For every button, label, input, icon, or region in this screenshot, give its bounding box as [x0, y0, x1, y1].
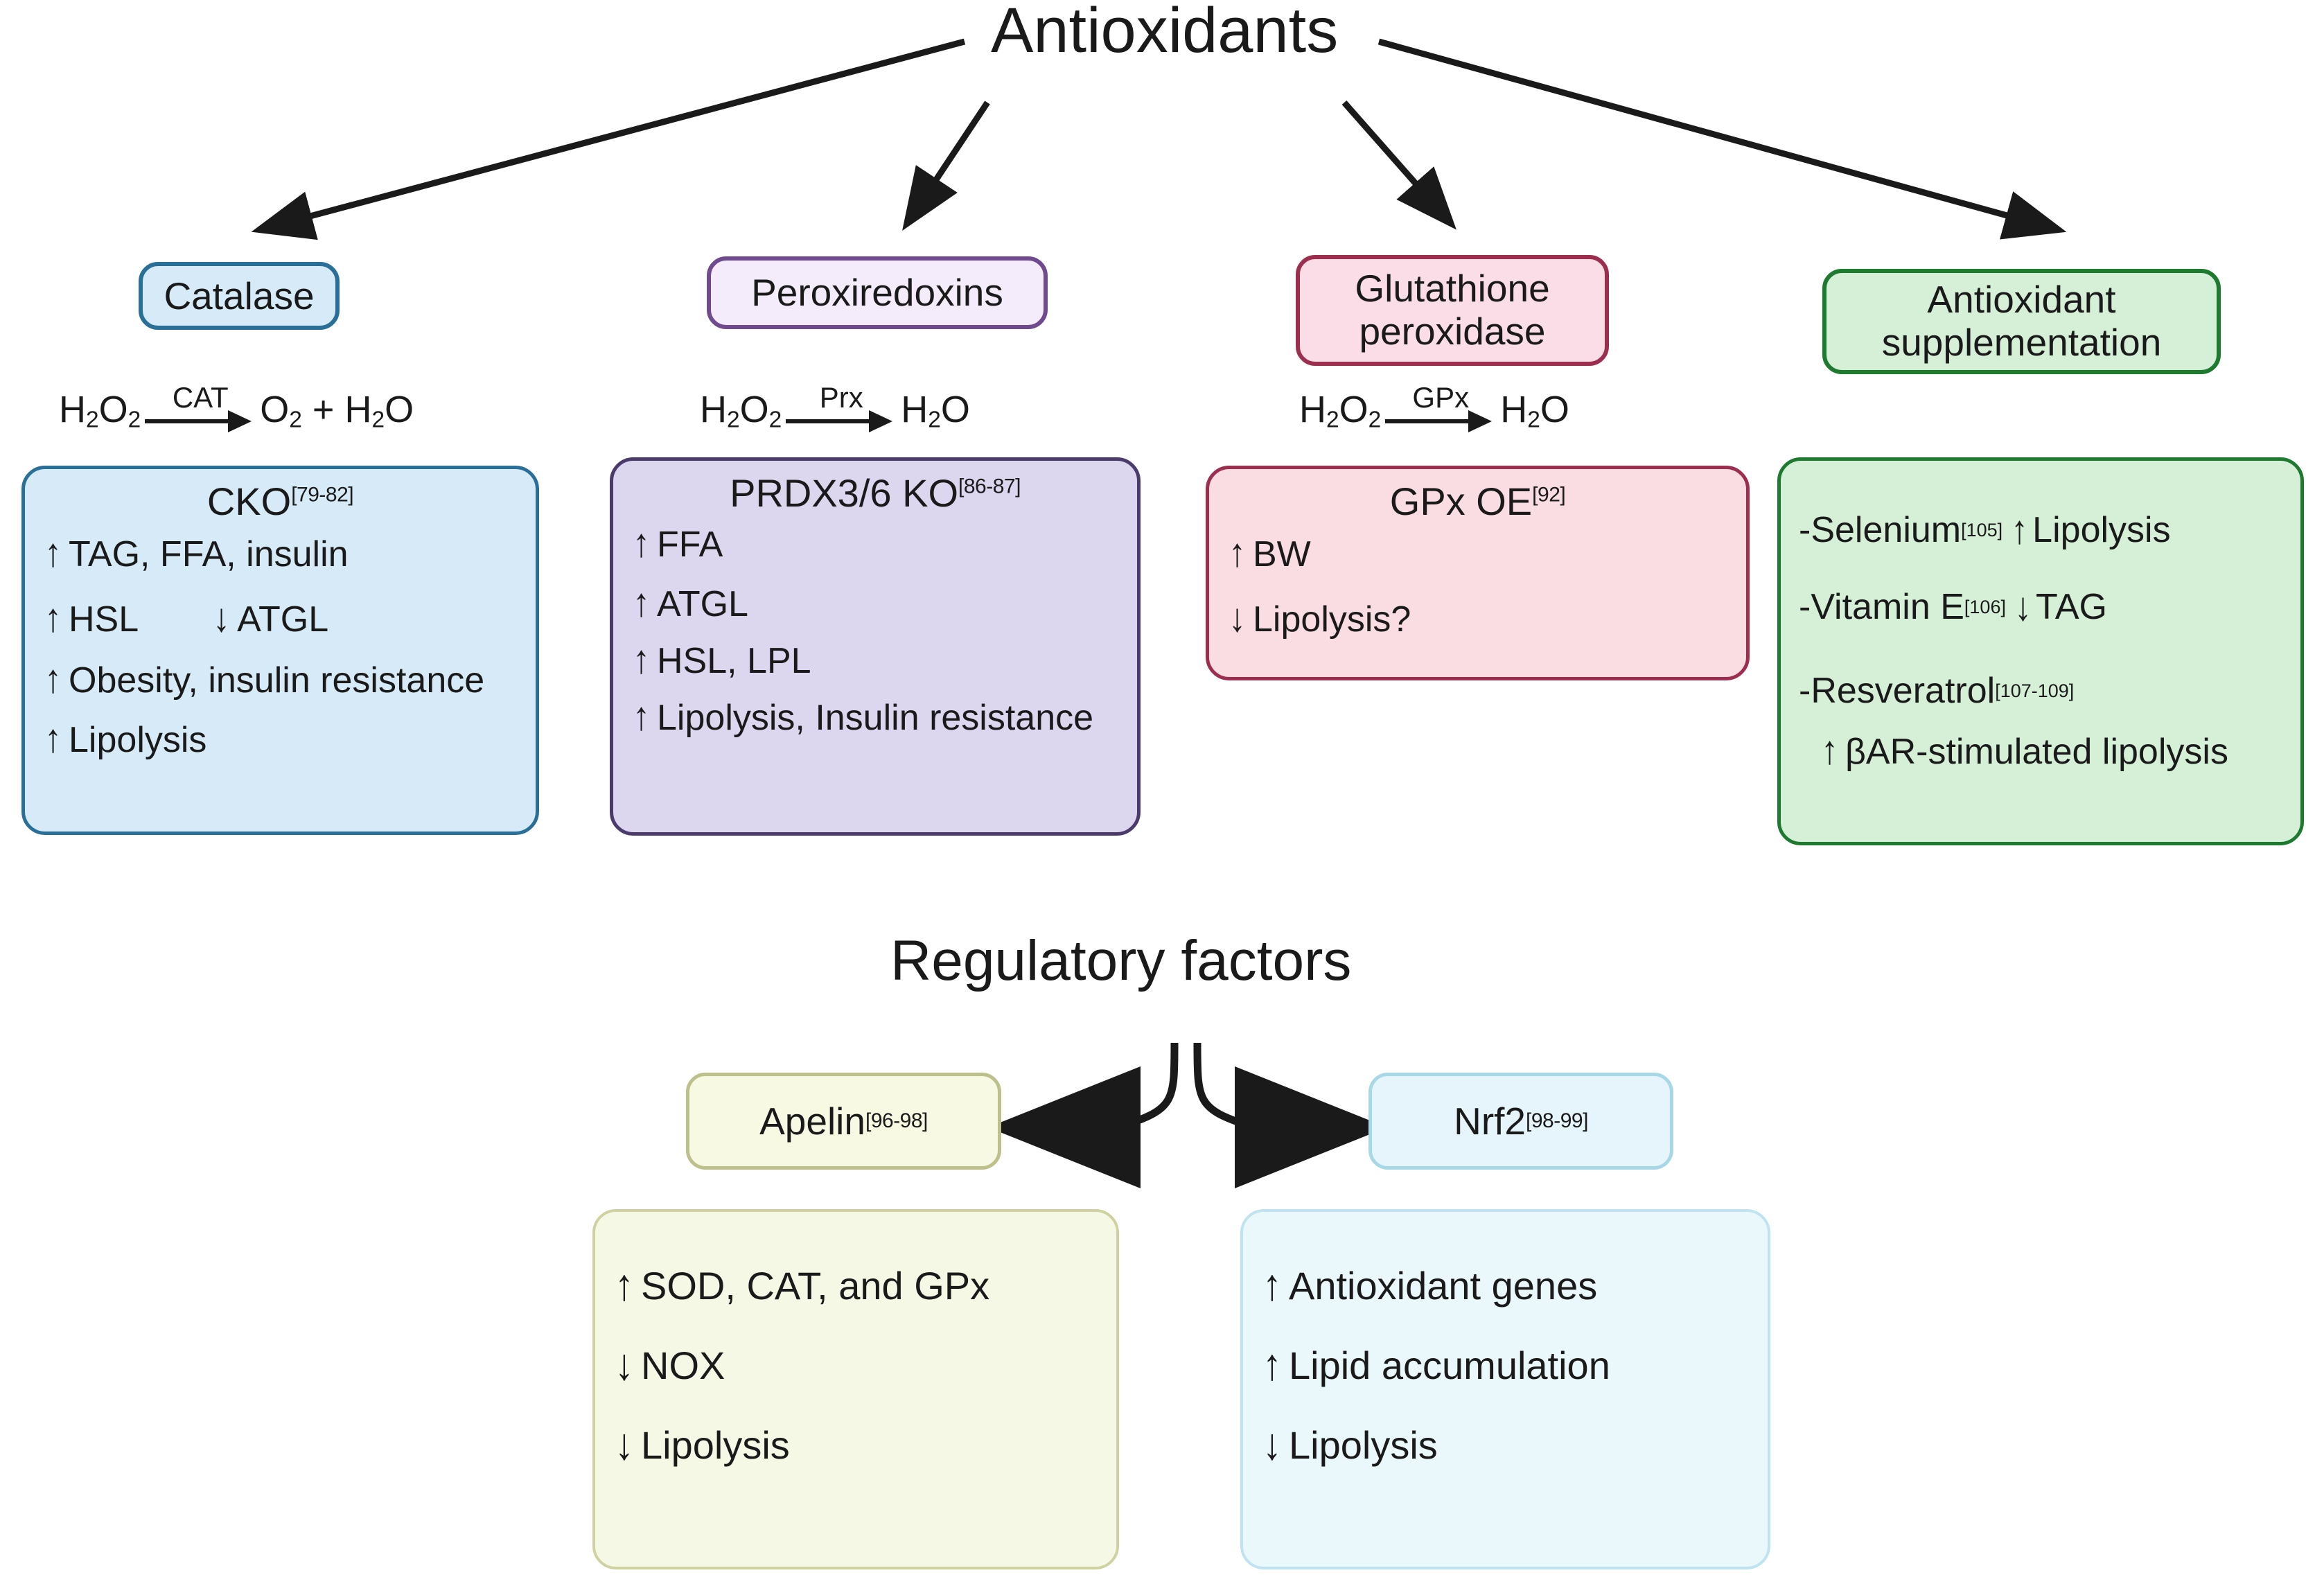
- up-arrow-icon: ↑: [44, 530, 62, 575]
- regulatory-split-arrows: [1121, 1042, 1251, 1130]
- list-item: ↑ FFA: [633, 520, 723, 565]
- pill-apelin-label: Apelin: [759, 1099, 865, 1143]
- eq-enzyme-label: CAT: [172, 380, 229, 414]
- pill-glutathione-peroxidase[interactable]: Glutathione peroxidase: [1296, 255, 1609, 366]
- up-arrow-icon: ↑: [44, 716, 62, 761]
- down-arrow-icon: ↓: [615, 1339, 634, 1389]
- up-arrow-icon: ↑: [44, 595, 62, 640]
- pill-catalase[interactable]: Catalase: [139, 262, 340, 330]
- equation-gpx: H2O2 GPx H2O: [1299, 381, 1569, 433]
- down-arrow-icon: ↓: [213, 595, 230, 640]
- arrow-to-supplementation: [1377, 38, 2067, 240]
- up-arrow-icon: ↑: [1229, 530, 1246, 575]
- pill-apelin[interactable]: Apelin[96-98]: [686, 1073, 1001, 1170]
- list-item: -Selenium[105] ↑ Lipolysis: [1799, 507, 2171, 552]
- list-item: ↑ SOD, CAT, and GPx: [615, 1259, 990, 1310]
- list-item: ↑ TAG, FFA, insulin: [44, 530, 349, 575]
- up-arrow-icon: ↑: [1262, 1259, 1282, 1310]
- down-arrow-icon: ↓: [2014, 584, 2032, 629]
- list-item: ↓ Lipolysis?: [1229, 595, 1411, 640]
- pill-supplementation-label-line1: Antioxidant: [1927, 278, 2116, 322]
- eq-enzyme-label: GPx: [1412, 380, 1470, 414]
- up-arrow-icon: ↑: [633, 580, 650, 625]
- list-item: ↑ BW: [1229, 530, 1311, 575]
- eq-arrow-cat: CAT: [145, 381, 256, 432]
- equation-catalase: H2O2 CAT O2 + H2O: [59, 381, 414, 433]
- section-title-regulatory: Regulatory factors: [890, 929, 1352, 992]
- up-arrow-icon: ↑: [44, 656, 62, 701]
- eq-substrate: H2O2: [700, 389, 782, 433]
- list-item: ↓ Lipolysis: [615, 1418, 790, 1469]
- arrow-to-peroxiredoxins: [902, 100, 990, 231]
- list-item: ↑ Antioxidant genes: [1262, 1259, 1598, 1310]
- box-apelin: ↑ SOD, CAT, and GPx ↓ NOX ↓ Lipolysis: [592, 1209, 1119, 1569]
- up-arrow-icon: ↑: [1262, 1339, 1282, 1389]
- list-item: ↑ Lipolysis, Insulin resistance: [633, 694, 1094, 739]
- list-item: ↓ NOX: [615, 1339, 725, 1389]
- box-cko: CKO[79-82] ↑ TAG, FFA, insulin ↑ HSL ↓ A…: [21, 466, 539, 835]
- eq-product: O2 + H2O: [260, 389, 414, 433]
- up-arrow-icon: ↑: [633, 520, 650, 565]
- down-arrow-icon: ↓: [615, 1418, 634, 1469]
- list-item: ↑ ATGL: [633, 580, 748, 625]
- box-prdx-title: PRDX3/6 KO[86-87]: [730, 471, 1021, 515]
- eq-arrow-prx: Prx: [786, 381, 897, 432]
- up-arrow-icon: ↑: [615, 1259, 634, 1310]
- pill-glutathione-label-line2: peroxidase: [1359, 310, 1546, 353]
- list-item: ↑ βAR-stimulated lipolysis: [1821, 728, 2228, 773]
- list-item: ↑ HSL ↓ ATGL: [44, 595, 329, 640]
- up-arrow-icon: ↑: [2011, 507, 2028, 552]
- pill-peroxiredoxins-label: Peroxiredoxins: [751, 271, 1003, 315]
- pill-catalase-label: Catalase: [164, 274, 315, 317]
- up-arrow-icon: ↑: [633, 694, 650, 739]
- pill-nrf2[interactable]: Nrf2[98-99]: [1368, 1073, 1673, 1170]
- pill-nrf2-label: Nrf2: [1454, 1099, 1526, 1143]
- eq-enzyme-label: Prx: [819, 380, 863, 414]
- list-item: ↑ Lipid accumulation: [1262, 1339, 1610, 1389]
- box-nrf2: ↑ Antioxidant genes ↑ Lipid accumulation…: [1240, 1209, 1770, 1569]
- page-title: Antioxidants: [991, 0, 1339, 66]
- box-supplementation: -Selenium[105] ↑ Lipolysis -Vitamin E[10…: [1777, 457, 2304, 845]
- box-prdx: PRDX3/6 KO[86-87] ↑ FFA ↑ ATGL ↑ HSL, LP…: [610, 457, 1141, 836]
- eq-substrate: H2O2: [1299, 389, 1382, 433]
- eq-arrow-gpx: GPx: [1385, 381, 1496, 432]
- up-arrow-icon: ↑: [1821, 728, 1838, 773]
- pill-antioxidant-supplementation[interactable]: Antioxidant supplementation: [1822, 269, 2221, 374]
- list-item: ↑ HSL, LPL: [633, 637, 811, 682]
- list-item: -Vitamin E[106] ↓ TAG: [1799, 584, 2108, 629]
- box-cko-title: CKO[79-82]: [206, 479, 354, 523]
- down-arrow-icon: ↓: [1262, 1418, 1282, 1469]
- pill-glutathione-label-line1: Glutathione: [1355, 267, 1550, 310]
- pill-supplementation-label-line2: supplementation: [1881, 321, 2162, 364]
- arrow-to-catalase: [251, 38, 966, 240]
- eq-substrate: H2O2: [59, 389, 141, 433]
- arrow-to-glutathione: [1341, 100, 1456, 230]
- box-gpx-oe: GPx OE[92] ↑ BW ↓ Lipolysis?: [1206, 466, 1750, 680]
- down-arrow-icon: ↓: [1229, 595, 1246, 640]
- equation-peroxiredoxins: H2O2 Prx H2O: [700, 381, 970, 433]
- pill-peroxiredoxins[interactable]: Peroxiredoxins: [707, 256, 1048, 329]
- list-item: -Resveratrol[107-109]: [1799, 671, 2075, 711]
- list-item: ↑ Lipolysis: [44, 716, 207, 761]
- eq-product: H2O: [1500, 389, 1569, 433]
- eq-product: H2O: [901, 389, 970, 433]
- list-item: ↑ Obesity, insulin resistance: [44, 656, 485, 701]
- up-arrow-icon: ↑: [633, 637, 650, 682]
- list-item: ↓ Lipolysis: [1262, 1418, 1438, 1469]
- box-gpx-title: GPx OE[92]: [1389, 479, 1566, 523]
